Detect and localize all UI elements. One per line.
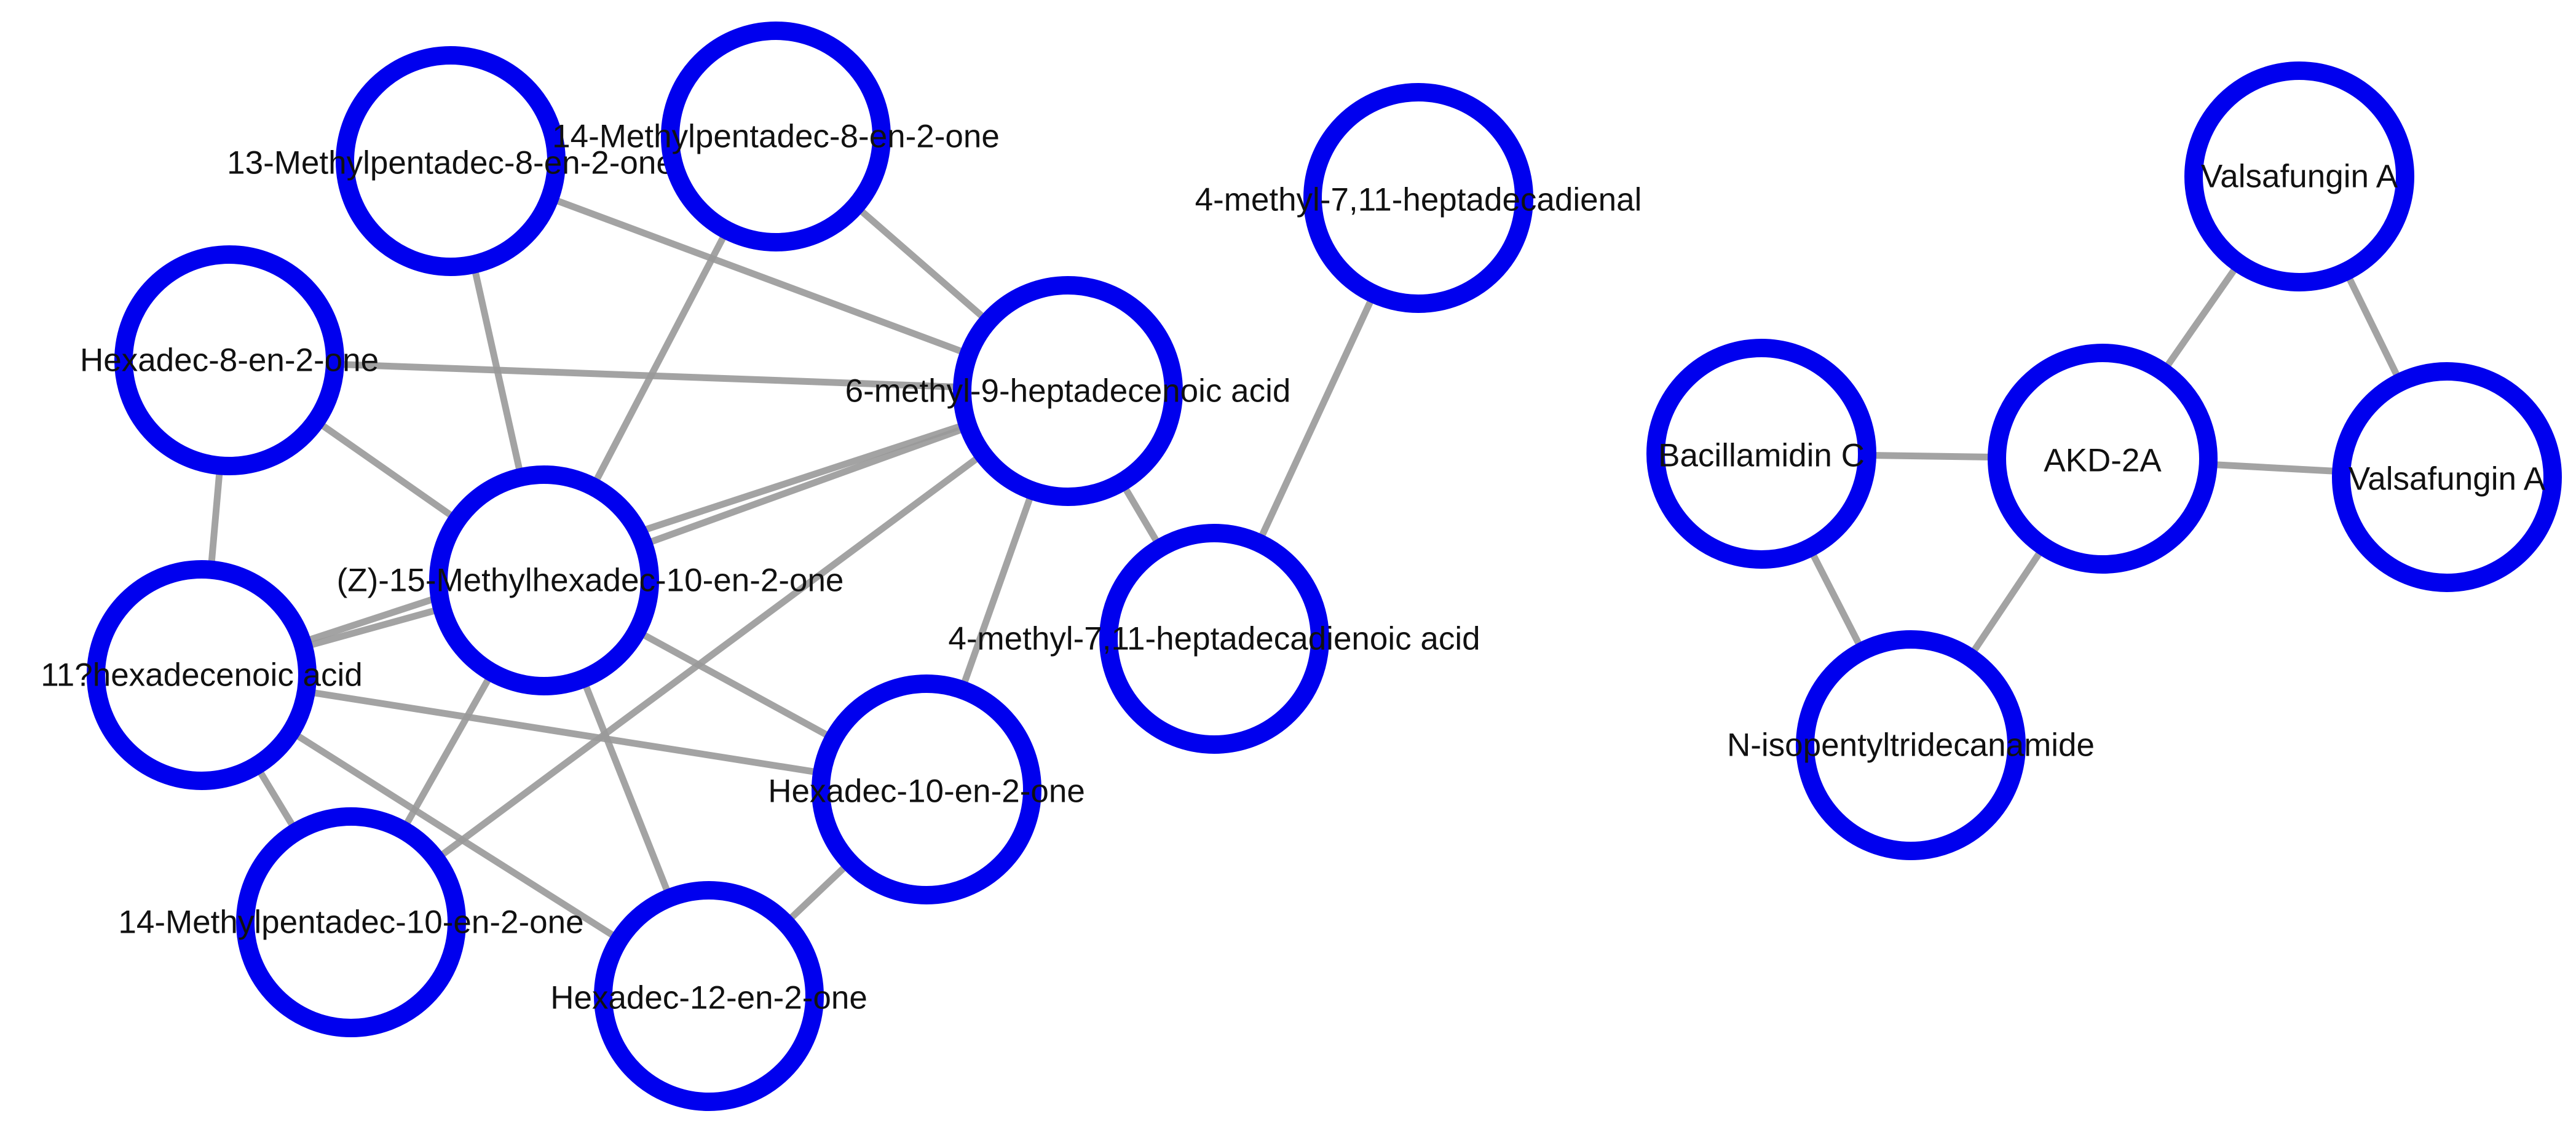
node-circle[interactable] (1099, 524, 1329, 754)
nodes-layer: 13-Methylpentadec-8-en-2-one14-Methylpen… (41, 22, 2562, 1111)
node-label: Valsafungin A (2201, 159, 2398, 195)
node-n13[interactable]: Bacillamidin C (1646, 339, 1876, 569)
node-n11[interactable]: Hexadec-12-en-2-one (550, 881, 867, 1111)
node-circle[interactable] (87, 560, 317, 790)
node-n12[interactable]: Valsafungin A (2184, 61, 2414, 291)
node-label: 11?hexadecenoic acid (41, 657, 363, 694)
edge-n5-n10 (347, 387, 1072, 926)
edge-n4-n5 (226, 357, 1072, 395)
node-circle[interactable] (336, 46, 566, 276)
node-n10[interactable]: 14-Methylpentadec-10-en-2-one (118, 807, 584, 1037)
node-n1[interactable]: 13-Methylpentadec-8-en-2-one (227, 46, 674, 276)
node-circle[interactable] (661, 22, 891, 251)
node-label: 13-Methylpentadec-8-en-2-one (227, 145, 674, 181)
node-circle[interactable] (2332, 362, 2562, 592)
node-n14[interactable]: AKD-2A (1988, 344, 2218, 574)
node-label: Hexadec-10-en-2-one (768, 773, 1085, 810)
node-label: 6-methyl-9-heptadecenoic acid (845, 373, 1291, 409)
node-label: Valsafungin A (2349, 461, 2546, 497)
node-circle[interactable] (594, 881, 824, 1111)
edge-n7-n9 (198, 671, 930, 793)
node-n16[interactable]: N-isopentyltridecanamide (1727, 630, 2095, 860)
node-circle[interactable] (2184, 61, 2414, 291)
node-n9[interactable]: Hexadec-10-en-2-one (768, 674, 1085, 904)
node-n5[interactable]: 6-methyl-9-heptadecenoic acid (845, 276, 1291, 506)
node-circle[interactable] (812, 674, 1041, 904)
node-label: (Z)-15-Methylhexadec-10-en-2-one (337, 563, 844, 599)
node-circle[interactable] (1988, 344, 2218, 574)
node-circle[interactable] (236, 807, 466, 1037)
node-n15[interactable]: Valsafungin A (2332, 362, 2562, 592)
node-label: 4-methyl-7,11-heptadecadienal (1195, 182, 1642, 218)
node-n2[interactable]: 14-Methylpentadec-8-en-2-one (552, 22, 1000, 251)
node-label: Hexadec-12-en-2-one (550, 980, 867, 1016)
node-label: 4-methyl-7,11-heptadecadienoic acid (948, 621, 1480, 657)
node-circle[interactable] (953, 276, 1183, 506)
node-label: Hexadec-8-en-2-one (80, 342, 379, 379)
node-label: 14-Methylpentadec-10-en-2-one (118, 904, 583, 941)
node-label: Bacillamidin C (1658, 438, 1865, 474)
node-label: 14-Methylpentadec-8-en-2-one (552, 119, 1000, 155)
node-n6[interactable]: (Z)-15-Methylhexadec-10-en-2-one (337, 465, 844, 695)
node-circle[interactable] (1796, 630, 2026, 860)
node-n8[interactable]: 4-methyl-7,11-heptadecadienoic acid (948, 524, 1480, 754)
node-circle[interactable] (429, 465, 659, 695)
node-n4[interactable]: Hexadec-8-en-2-one (80, 245, 379, 475)
node-label: N-isopentyltridecanamide (1727, 727, 2095, 764)
node-n3[interactable]: 4-methyl-7,11-heptadecadienal (1195, 83, 1642, 313)
node-circle[interactable] (1303, 83, 1533, 313)
node-n7[interactable]: 11?hexadecenoic acid (41, 560, 363, 790)
node-circle[interactable] (114, 245, 344, 475)
node-label: AKD-2A (2044, 443, 2162, 479)
node-circle[interactable] (1646, 339, 1876, 569)
